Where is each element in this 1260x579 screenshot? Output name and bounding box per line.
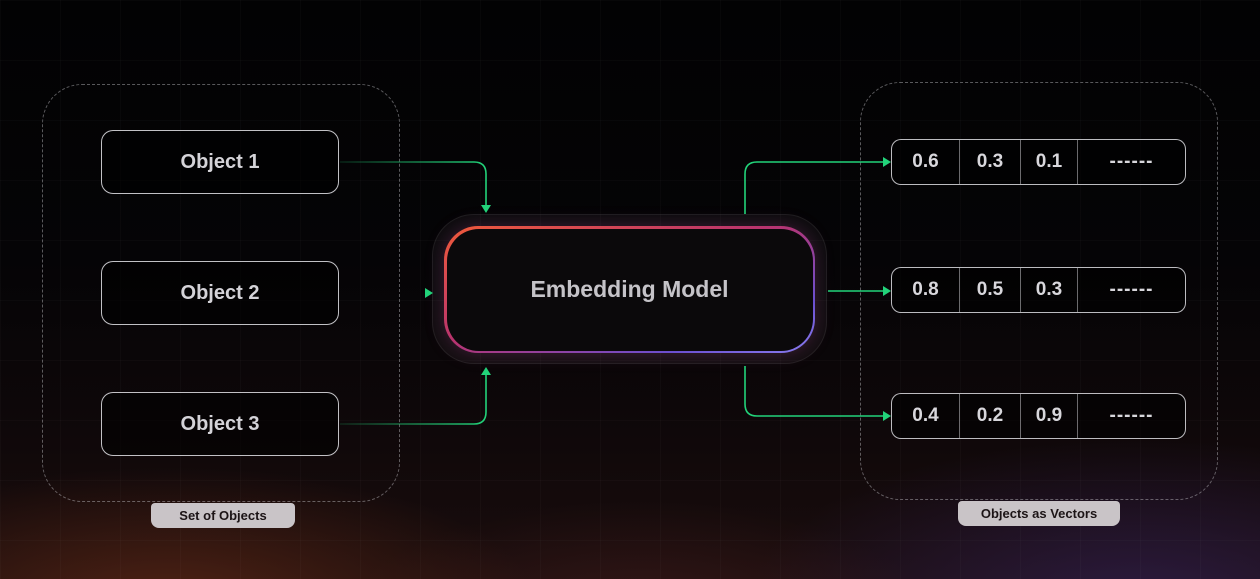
vector-value: 0.8 xyxy=(892,268,960,312)
vector-value: 0.9 xyxy=(1021,394,1078,438)
object-node-label: Object 3 xyxy=(180,412,260,435)
object-node-label: Object 1 xyxy=(180,150,260,173)
object-node-label: Object 2 xyxy=(180,281,260,304)
embedding-model-node: Embedding Model xyxy=(444,226,815,353)
vector-value: 0.4 xyxy=(892,394,960,438)
vector-value: 0.1 xyxy=(1021,140,1078,184)
object-node-3: Object 3 xyxy=(101,392,339,456)
embedding-model-body: Embedding Model xyxy=(446,228,813,351)
vector-ellipsis: ------ xyxy=(1109,151,1154,172)
input-group-label: Set of Objects xyxy=(151,503,295,528)
vector-value: 0.6 xyxy=(892,140,960,184)
vector-row-3: 0.4 0.2 0.9 ------ xyxy=(891,393,1186,439)
object-node-1: Object 1 xyxy=(101,130,339,194)
vector-row-2: 0.8 0.5 0.3 ------ xyxy=(891,267,1186,313)
output-group-label: Objects as Vectors xyxy=(958,501,1120,526)
embedding-model-label: Embedding Model xyxy=(530,276,729,302)
vector-value: 0.2 xyxy=(960,394,1021,438)
vector-value: 0.5 xyxy=(960,268,1021,312)
vector-value: 0.3 xyxy=(1021,268,1078,312)
vector-row-1: 0.6 0.3 0.1 ------ xyxy=(891,139,1186,185)
vector-ellipsis: ------ xyxy=(1109,279,1154,300)
object-node-2: Object 2 xyxy=(101,261,339,325)
vector-value: 0.3 xyxy=(960,140,1021,184)
vector-ellipsis: ------ xyxy=(1109,405,1154,426)
